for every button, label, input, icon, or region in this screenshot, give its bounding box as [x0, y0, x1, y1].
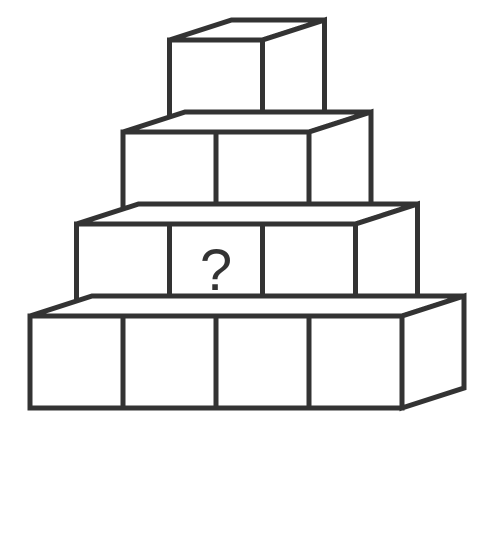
- cube-stack: [27, 16, 467, 412]
- unknown-cube-question-mark: ?: [200, 238, 232, 303]
- cube-row-side-face: [399, 292, 467, 412]
- cube-front-face: [213, 313, 312, 411]
- cube-front-face: [120, 313, 219, 411]
- cube-front-face: [27, 313, 126, 411]
- cube-row-4: [27, 292, 467, 412]
- cube-front-face: [306, 313, 405, 411]
- cube-row-1: [167, 16, 327, 136]
- cube-row-top-face: [29, 293, 465, 319]
